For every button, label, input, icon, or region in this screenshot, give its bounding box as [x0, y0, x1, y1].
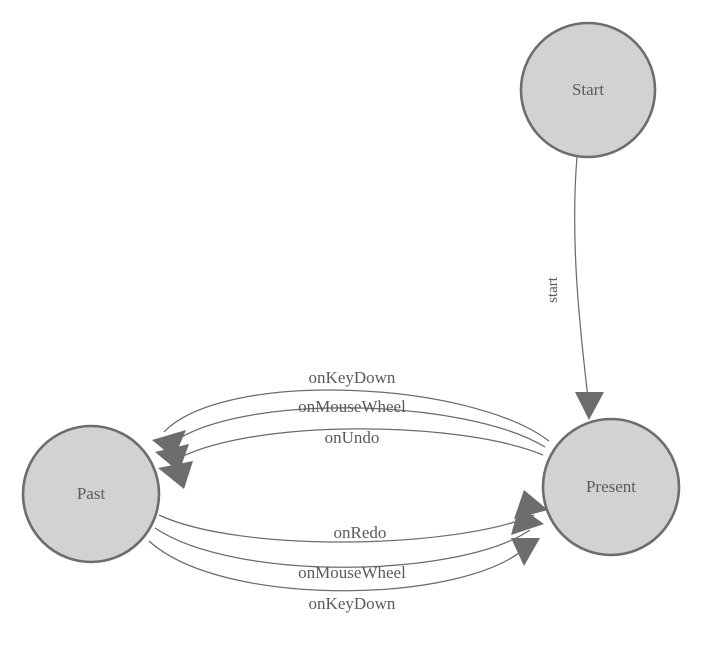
edge-label-past-present-keydown: onKeyDown	[309, 594, 396, 613]
node-present-circle	[541, 417, 681, 557]
edge-label-present-past-undo: onUndo	[325, 428, 380, 447]
edge-start-to-present[interactable]: start	[545, 156, 604, 420]
node-start[interactable]: Start	[519, 21, 657, 159]
node-start-label: Start	[572, 80, 604, 99]
edge-past-to-present-redo-path	[158, 514, 535, 543]
edge-start-to-present-path	[574, 156, 589, 399]
node-past-label: Past	[77, 484, 106, 503]
edge-past-to-present-keydown-path	[148, 540, 528, 592]
edge-present-to-past-keydown-path	[163, 389, 550, 442]
edge-present-to-past-keydown[interactable]: onKeyDown	[152, 368, 550, 458]
arrowhead-into-present-3	[511, 538, 540, 566]
edge-label-present-past-mousewheel: onMouseWheel	[298, 397, 406, 416]
edge-present-to-past-undo-path	[171, 428, 544, 463]
node-past[interactable]: Past	[21, 424, 161, 564]
edge-past-to-present-redo[interactable]: onRedo	[158, 490, 548, 543]
node-start-circle	[519, 21, 657, 159]
arrowhead-into-present-2	[511, 506, 544, 535]
edge-label-present-past-keydown: onKeyDown	[309, 368, 396, 387]
edge-label-past-present-redo: onRedo	[334, 523, 387, 542]
edge-label-past-present-mousewheel: onMouseWheel	[298, 563, 406, 582]
edge-label-start: start	[545, 276, 561, 303]
edge-present-to-past-mousewheel-path	[167, 407, 546, 448]
edge-present-to-past-undo[interactable]: onUndo	[158, 428, 544, 489]
edge-past-to-present-mousewheel-path	[154, 527, 531, 568]
node-present-label: Present	[586, 477, 636, 496]
arrowhead-into-past-1	[152, 430, 186, 458]
arrowhead-into-past-3	[158, 461, 193, 489]
edge-past-to-present-mousewheel[interactable]: onMouseWheel	[154, 506, 544, 582]
edge-past-to-present-keydown[interactable]: onKeyDown	[148, 538, 540, 613]
node-past-circle	[21, 424, 161, 564]
arrowhead-into-present-top	[575, 392, 604, 420]
node-present[interactable]: Present	[541, 417, 681, 557]
